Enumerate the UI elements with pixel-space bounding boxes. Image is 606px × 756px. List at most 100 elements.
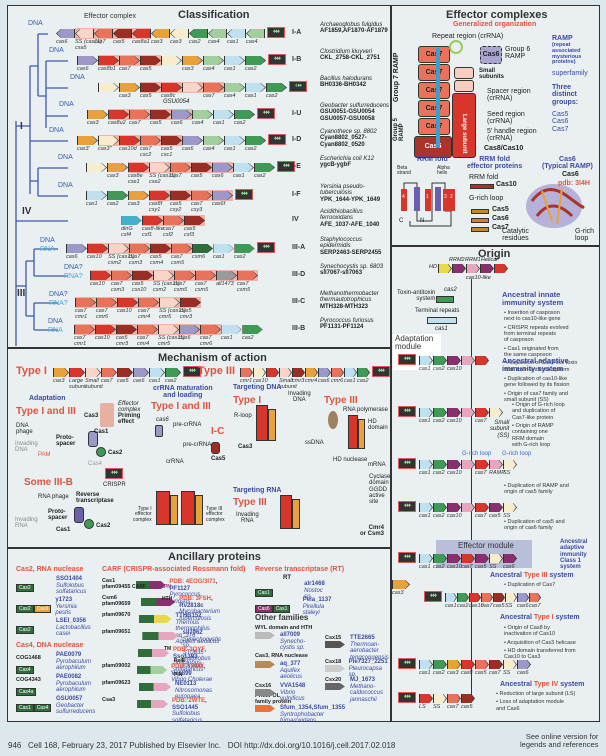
cas7-subunit: Cas7 [418,100,450,117]
gene-label: cas5 cmr3 [180,308,193,320]
crispr-array: ♦♦♦ [268,134,286,145]
gene-arrow [253,368,266,377]
gene-slot: cas1 [445,592,457,609]
gene-slot [494,263,508,274]
locus-tag: Cyan8802_0527- Cyan8802_0520 [320,135,367,148]
protein-domain: Cas3 [33,604,52,613]
gene-arrow [179,325,200,334]
cas2-section-title: Cas2, RNA nuclease [16,566,84,573]
bullet-text: Origin of RAMP containing one RRM domain… [512,422,554,448]
gene-label: cas2 [457,603,469,609]
locus-tag: MTH328-MTH323 [320,303,369,310]
gene-arrow [221,325,242,334]
crispr-array: ♦♦♦ [257,108,275,119]
gene-arrow [203,56,224,65]
organism-name: Yersinia pestis [55,603,77,617]
gene-label: SS (cas11) cmr5 [159,308,186,320]
gene-arrow [245,56,266,65]
organism-name: Bacillus halodurans [320,76,373,82]
bullet-point: • Loss of adaptation module and Cas6 [496,699,564,712]
gene-slot: cas7 [203,82,224,99]
protein-id: Ple7327_2251 [348,659,388,665]
doi-link[interactable]: DOI http://dx.doi.org/10.1016/j.cell.201… [227,741,396,750]
gene-slot: cas1 [344,367,357,384]
bullet-text: Duplication of Cas7 [507,582,556,588]
gene-slot: cas6 [133,367,149,384]
bullet-text: Loss of adaptation module and Cas6 [496,699,564,712]
gene-slot [489,407,503,418]
gene-label: cas7 csm5 [195,281,209,293]
gene-slot: cas8f csy1 [149,190,170,212]
type-label: III-C [292,298,306,305]
effector-subtitle: Generalized organization [453,21,537,28]
gene-slot: cas3 [53,367,69,384]
organism-name: Sulfolobus solfataricus [173,660,204,673]
gene-arrow [108,244,129,253]
crispr-array: ♦♦♦ [398,501,416,512]
invading-dna-label: Invading DNA [288,391,311,404]
gene-arrow [433,554,447,563]
family-label: Csm6 pfam09659 [102,595,131,607]
gene-slot: Small subunit [279,367,297,389]
gene-label: cas6 [77,66,89,72]
c-terminus-label: C [399,218,404,224]
gene-slot: cas10 [117,297,138,314]
protein-domain: Cas1 [272,604,291,613]
gene-slot: SS [433,693,447,710]
organism-name: Pyrobaculum aerophilum [56,680,92,694]
gene-label: cas5 csx10 [132,281,147,293]
gene-slot: cas10 [95,324,116,341]
gene-slot: SS (cas11) csm2 [108,243,135,265]
protein-id: VVA1548 [280,683,306,689]
repeat-hairpin [449,40,463,54]
gene-label: cas7 [203,93,215,99]
gene-arrow [90,271,111,280]
cas10-like-label: cas10-like [466,275,491,281]
gene-arrow [461,694,475,703]
bullet-text: Acquisition of Cas2-like toxin from toxi… [504,360,578,373]
mechanism-title: Mechanism of action [158,352,267,364]
organism-name: Sulfolobus solfataricus [172,711,203,724]
gene-slot: cas4 [203,55,224,72]
gene-slot: cas5 [461,693,475,710]
gene-label: cas7 csm3 [111,281,125,293]
organism-name: Methanothermobacter thermautotrophicus [320,291,379,304]
domain-arrow [136,666,168,674]
crispr-array: ♦♦♦ [268,54,286,65]
gene-arrow [170,191,191,200]
gene-slot: cas2 [234,243,255,260]
tree-label-i: I [20,121,23,132]
gene-slot: cas3 [107,162,128,179]
bullet-point: • Origin of RAMP containing one RRM doma… [512,422,554,448]
family-name: Csx18 [325,659,342,665]
gene-chips: Cas2 [16,618,52,639]
gene-label: cas1 [149,378,161,384]
gene-arrow [233,163,254,172]
gene-arrow [216,271,237,280]
cas3-label: Cas3 [84,413,99,419]
gene-arrow [180,298,201,307]
gene-slot: cas4 [203,135,224,152]
online-version-note[interactable]: See online version for legends and refer… [520,732,599,749]
gene-label: SS (cas11) csa5 [75,39,102,51]
gene-arrow [452,264,466,273]
gene-slot: cas8b1 [98,55,119,72]
gene-slot: cas2 [107,190,128,207]
gene-label: cas1 [419,470,431,476]
gene-arrow [475,356,489,365]
toxin-antitoxin-label: Toxin-antitoxin system [397,290,436,303]
gene-label: cas2 [242,335,254,341]
gene-arrow [121,216,142,225]
gene-label: SS [433,704,441,710]
gene-label: cas5 [191,173,203,179]
cas8-cas10-label: Cas8/Cas10 [484,145,524,152]
gene-arrow [137,325,158,334]
